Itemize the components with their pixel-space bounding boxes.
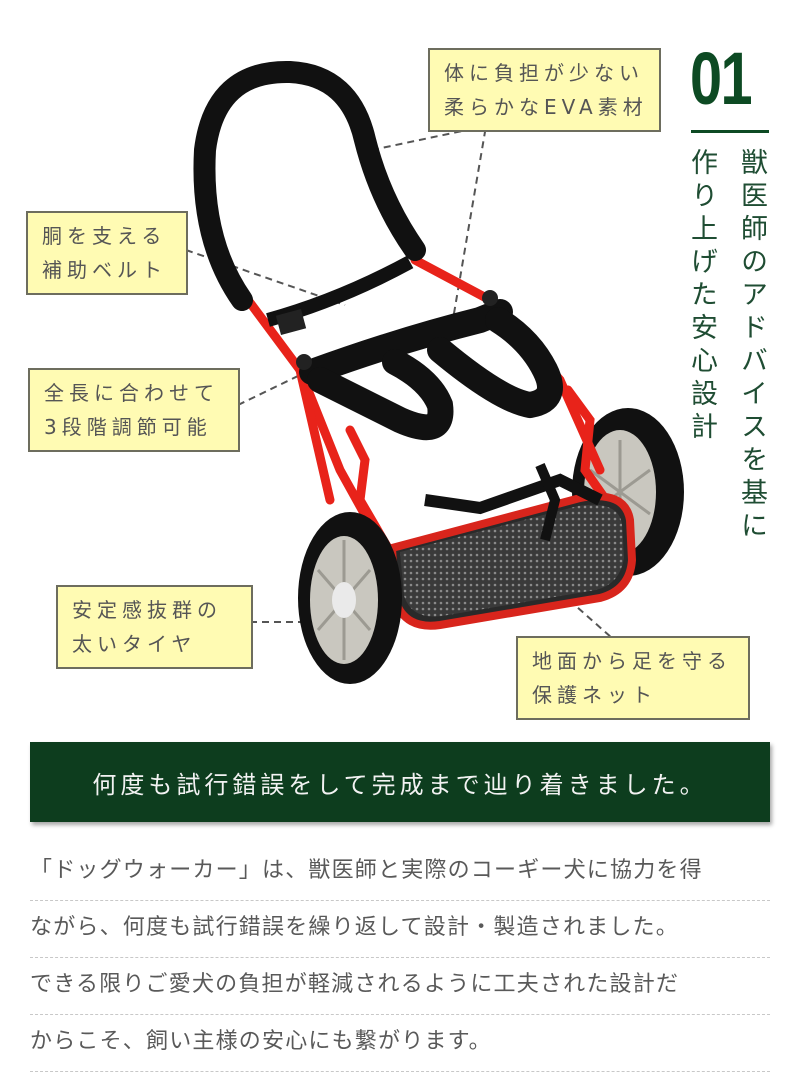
callout-line: 柔らかなEVA素材 — [444, 95, 648, 119]
banner: 何度も試行錯誤をして完成まで辿り着きました。 — [30, 742, 770, 822]
banner-text: 何度も試行錯誤をして完成まで辿り着きました。 — [92, 770, 708, 799]
callout-line: 補助ベルト — [42, 258, 167, 282]
callout-thick-tire: 安定感抜群の 太いタイヤ — [56, 585, 253, 669]
callout-line: 体に負担が少ない — [444, 61, 644, 85]
callout-line: 全長に合わせて — [44, 381, 219, 405]
description-line: ながら、何度も試行錯誤を繰り返して設計・製造されました。 — [30, 905, 770, 958]
product-feature-stage: 体に負担が少ない 柔らかなEVA素材 胴を支える 補助ベルト 全長に合わせて 3… — [26, 37, 769, 720]
callout-support-belt: 胴を支える 補助ベルト — [26, 211, 188, 295]
description-line: 「ドッグウォーカー」は、獣医師と実際のコーギー犬に協力を得 — [30, 848, 770, 901]
callout-line: 地面から足を守る — [532, 649, 732, 673]
description: 「ドッグウォーカー」は、獣医師と実際のコーギー犬に協力を得 ながら、何度も試行錯… — [30, 848, 770, 1076]
callout-protective-net: 地面から足を守る 保護ネット — [516, 636, 750, 720]
callout-line: 安定感抜群の — [72, 598, 222, 622]
callout-line: 3段階調節可能 — [44, 415, 212, 439]
callout-line: 胴を支える — [42, 224, 167, 248]
callout-length-adjust: 全長に合わせて 3段階調節可能 — [28, 368, 240, 452]
callout-line: 保護ネット — [532, 683, 657, 707]
feature-heading-col-2: 作り上げた安心設計 — [686, 148, 717, 445]
description-line: できる限りご愛犬の負担が軽減されるように工夫された設計だ — [30, 962, 770, 1015]
callout-eva-material: 体に負担が少ない 柔らかなEVA素材 — [428, 48, 661, 132]
feature-heading-col-1: 獣医師のアドバイスを基に — [736, 148, 767, 544]
feature-number: 01 — [690, 37, 753, 120]
description-line: からこそ、飼い主様の安心にも繋がります。 — [30, 1019, 770, 1072]
feature-number-underline — [691, 130, 769, 133]
callout-line: 太いタイヤ — [72, 632, 197, 656]
dog-walker-product-image — [185, 60, 684, 684]
